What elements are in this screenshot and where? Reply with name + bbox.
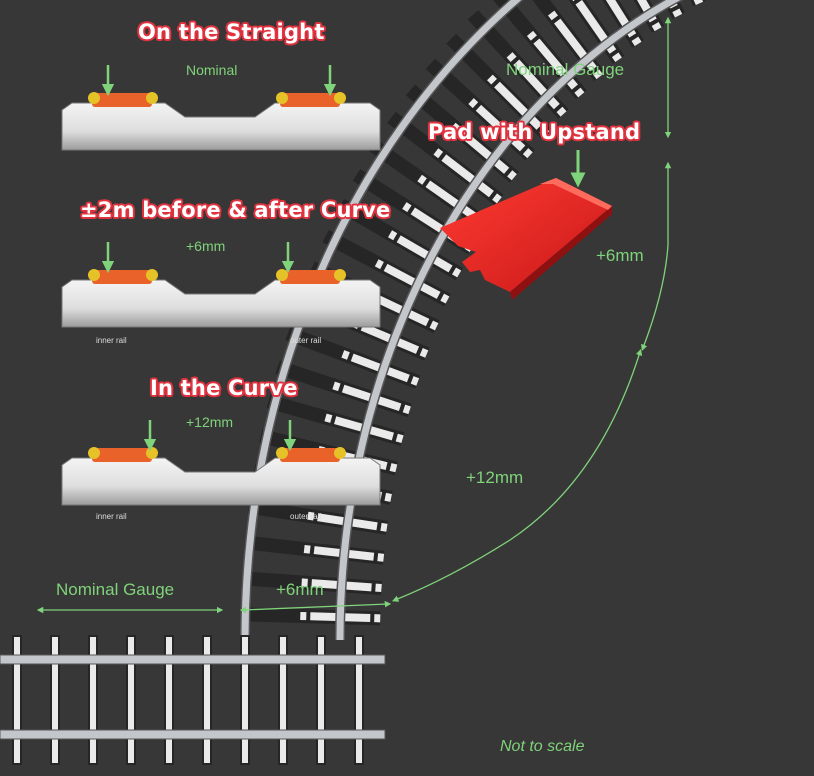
section-title-curve: In the Curve (150, 376, 298, 400)
not-to-scale-label: Not to scale (500, 738, 584, 756)
left-rail-pad (92, 93, 152, 107)
left-clip (88, 92, 100, 104)
left-clip (88, 447, 100, 459)
plus12-curve-label: +12mm (466, 468, 523, 488)
right-clip (334, 269, 346, 281)
right-clip (276, 92, 288, 104)
right-clip (276, 447, 288, 459)
minus6-right-label: +6mm (596, 246, 644, 266)
outer-rail-label-2: outer rail (290, 512, 321, 521)
left-clip (146, 447, 158, 459)
section-adjust-before-after: +6mm (186, 238, 225, 254)
right-clip (334, 92, 346, 104)
plus6-bottom-label: +6mm (276, 580, 324, 600)
straight-rail-top (0, 655, 385, 664)
straight-rail-bottom (0, 730, 385, 739)
section-adjust-straight: Nominal (186, 62, 237, 78)
nominal-gauge-right-label: Nominal Gauge (506, 60, 624, 80)
left-clip (88, 269, 100, 281)
inner-rail-label-1: inner rail (96, 336, 127, 345)
right-rail-pad (280, 93, 340, 107)
section-title-straight: On the Straight (138, 20, 325, 44)
section-adjust-curve: +12mm (186, 414, 233, 430)
inner-rail-label-2: inner rail (96, 512, 127, 521)
right-rail-pad (280, 270, 340, 284)
left-rail-pad (92, 448, 152, 462)
outer-rail-label-1: outer rail (290, 336, 321, 345)
right-rail-pad (280, 448, 340, 462)
pad-with-upstand-label: Pad with Upstand (428, 120, 640, 144)
left-clip (146, 269, 158, 281)
left-rail-pad (92, 270, 152, 284)
nominal-gauge-bottom-label: Nominal Gauge (56, 580, 174, 600)
right-clip (276, 269, 288, 281)
right-clip (334, 447, 346, 459)
left-clip (146, 92, 158, 104)
section-title-before-after: ±2m before & after Curve (80, 198, 390, 222)
